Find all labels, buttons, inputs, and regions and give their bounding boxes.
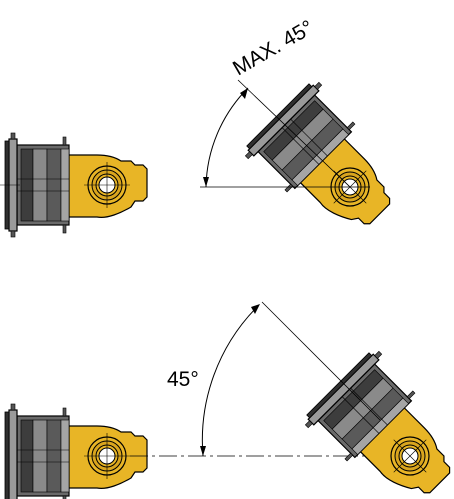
bottom-angle-label: 45° bbox=[167, 368, 199, 391]
fitting-straight-bottom bbox=[4, 403, 148, 499]
arrowhead bbox=[200, 446, 206, 456]
fitting-rotated-top bbox=[240, 77, 416, 253]
top-angle-label: MAX. 45° bbox=[229, 16, 318, 80]
angle-arc-top bbox=[205, 87, 249, 188]
fitting-straight-top bbox=[4, 132, 148, 238]
angled-line-bottom bbox=[261, 301, 381, 421]
fitting-rotated-bottom bbox=[300, 346, 454, 499]
angle-arc-bottom bbox=[201, 305, 259, 457]
angled-line-top bbox=[237, 79, 351, 188]
arrowhead bbox=[240, 88, 248, 99]
arrowhead bbox=[203, 177, 209, 187]
arrowhead bbox=[251, 304, 260, 314]
